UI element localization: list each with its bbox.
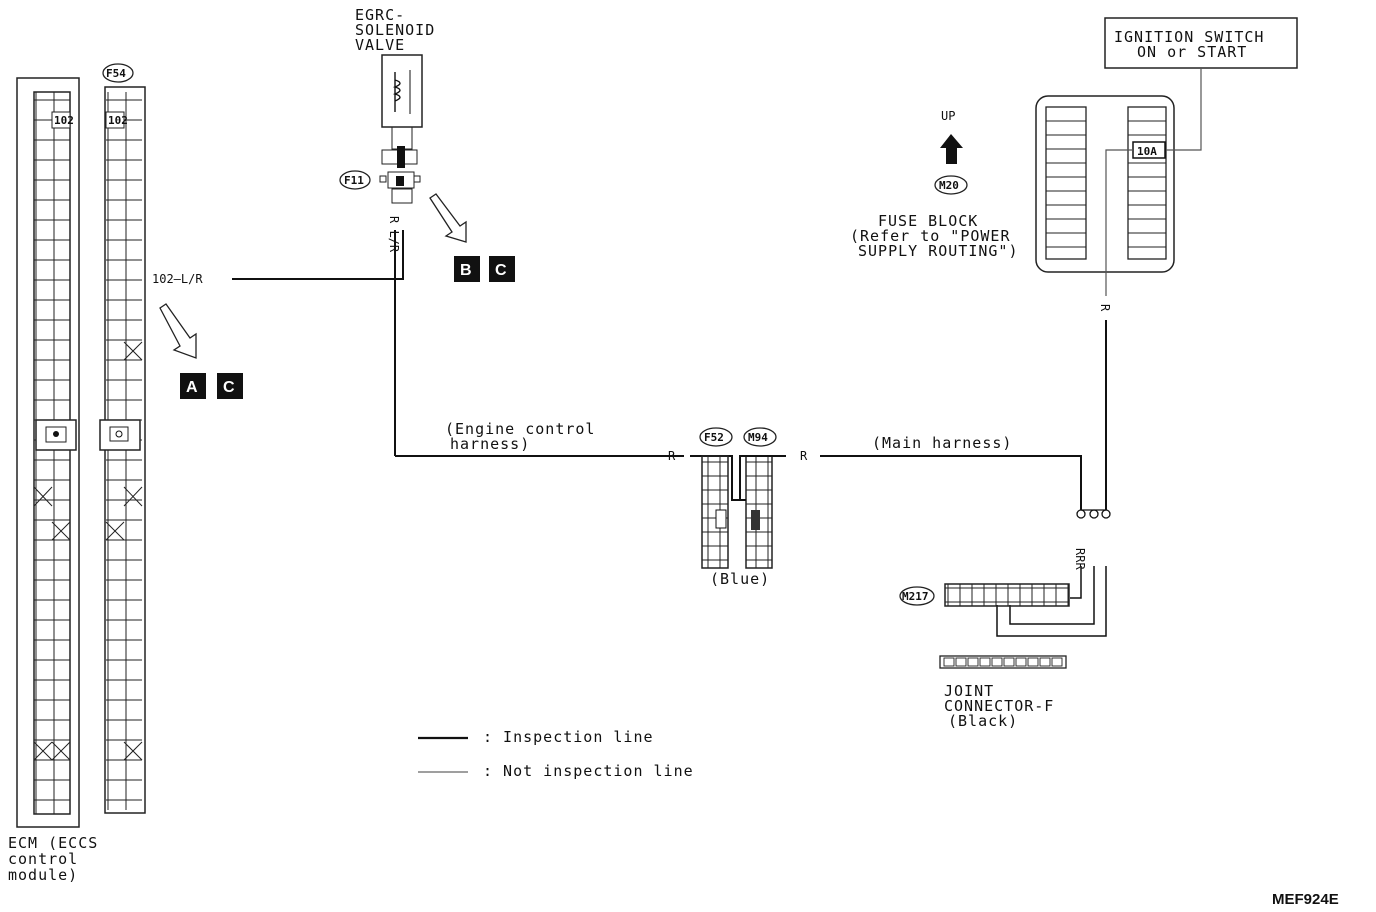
ref-arrow-upper <box>429 193 467 243</box>
f54-pin-label: 102 <box>108 114 128 127</box>
egrc-solenoid-valve: EGRC- SOLENOID VALVE <box>355 6 435 168</box>
legend: : Inspection line : Not inspection line <box>418 728 694 780</box>
main-harness-label: (Main harness) <box>872 434 1012 452</box>
legend-not-inspection: : Not inspection line <box>483 762 694 780</box>
m20-tag: M20 <box>939 179 959 192</box>
fuse-rating: 10A <box>1137 145 1157 158</box>
splice-points <box>1076 509 1111 519</box>
ecm-wire-label: 102—L/R <box>152 272 203 286</box>
fuse-block-label-2: (Refer to "POWER <box>850 227 1011 245</box>
ignition-switch: IGNITION SWITCH ON or START <box>1104 17 1298 69</box>
up-label: UP <box>941 109 955 123</box>
valve-connector: F11 R L/R <box>339 170 421 253</box>
ignition-label-1: IGNITION SWITCH <box>1114 28 1264 46</box>
joint-connector-m217: M217 <box>899 583 1070 607</box>
inspection-wire <box>232 230 742 501</box>
m94-tag: M94 <box>748 431 768 444</box>
f52-tag: F52 <box>704 431 724 444</box>
f54-tag: F54 <box>106 67 126 80</box>
up-arrow-icon <box>940 134 963 164</box>
valve-pin-letters: R L/R <box>387 216 401 253</box>
ref-box-c-lower: C <box>217 373 243 399</box>
joint-wire-colors: RRR <box>1073 548 1087 570</box>
ecm-label-2: control <box>8 850 78 868</box>
ecm-module: 102 ECM (ECCS control module) <box>8 77 98 884</box>
svg-text:A: A <box>186 379 198 396</box>
inline-connector-m94: M94 <box>743 427 777 569</box>
joint-label-2: CONNECTOR-F <box>944 697 1054 715</box>
figure-code: MEF924E <box>1272 891 1339 908</box>
ecm-label-1: ECM (ECCS <box>8 834 98 852</box>
inline-connector-color: (Blue) <box>710 570 770 588</box>
right-wire-color: R <box>800 449 808 463</box>
ref-arrow-lower <box>159 303 197 359</box>
fuse-block-label-1: FUSE BLOCK <box>878 212 978 230</box>
ecm-harness-connector: F54 102 <box>99 63 146 814</box>
joint-connector-pins <box>939 655 1067 669</box>
left-wire-color: R <box>668 449 676 463</box>
inline-connector-f52: F52 <box>699 427 733 569</box>
joint-label-3: (Black) <box>948 712 1018 730</box>
svg-text:C: C <box>223 379 235 396</box>
fuse-block: 10A <box>1035 95 1175 273</box>
ref-box-a: A <box>180 373 206 399</box>
f11-tag: F11 <box>344 174 364 187</box>
joint-label-1: JOINT <box>944 682 994 700</box>
up-indicator: UP M20 <box>934 109 968 195</box>
svg-text:C: C <box>495 262 507 279</box>
ignition-label-2: ON or START <box>1137 43 1247 61</box>
engine-harness-label-2: harness) <box>450 435 530 453</box>
engine-harness-label-1: (Engine control <box>445 420 595 438</box>
legend-inspection: : Inspection line <box>483 728 654 746</box>
ref-box-b: B <box>454 256 480 282</box>
m217-tag: M217 <box>902 590 929 603</box>
main-harness-wire <box>739 455 786 501</box>
fuse-block-label-3: SUPPLY ROUTING") <box>858 242 1019 260</box>
ecm-pin-label: 102 <box>54 114 74 127</box>
valve-label-1: EGRC- <box>355 6 405 24</box>
ref-box-c-upper: C <box>489 256 515 282</box>
valve-label-2: SOLENOID <box>355 21 435 39</box>
ecm-label-3: module) <box>8 866 78 884</box>
svg-text:B: B <box>460 262 472 279</box>
valve-label-3: VALVE <box>355 36 405 54</box>
fuse-wire-color: R <box>1098 304 1112 312</box>
